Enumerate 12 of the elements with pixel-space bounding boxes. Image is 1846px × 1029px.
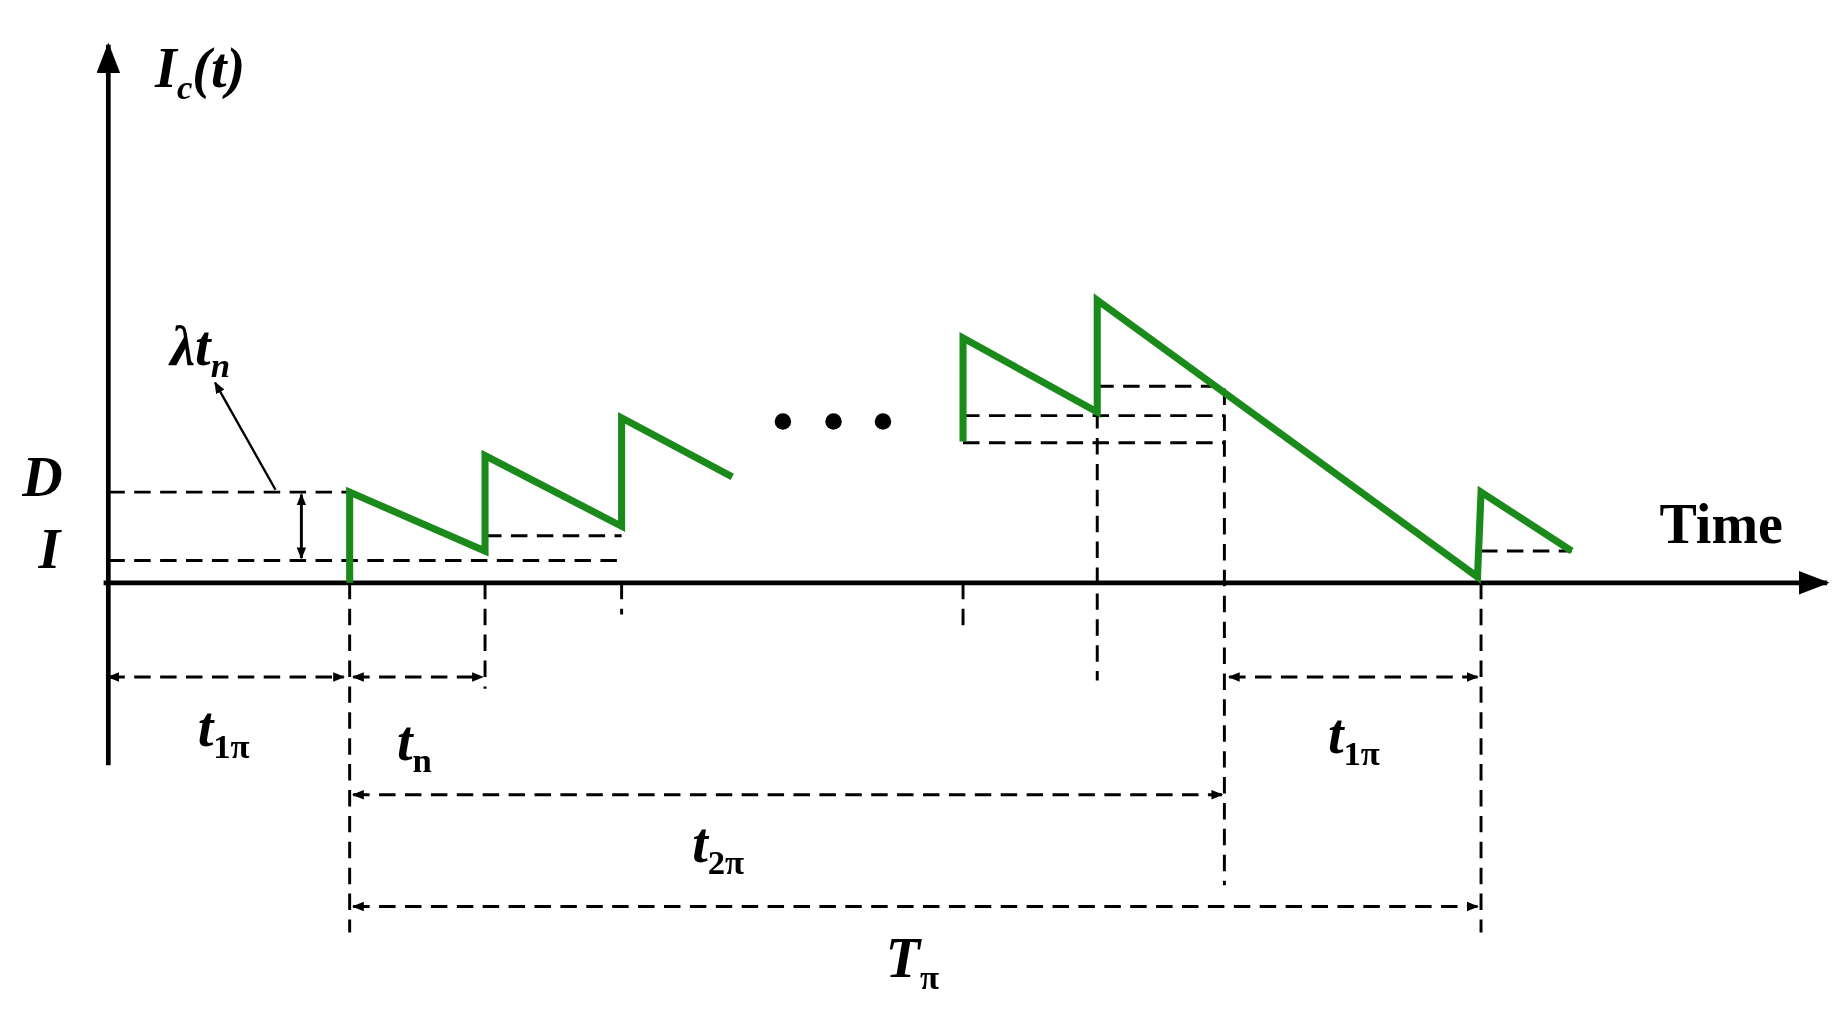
leader-line — [214, 381, 277, 491]
axis-title: I$_{c}$(t) — [155, 40, 246, 106]
dimension-label: t$_{n}$ — [396, 713, 432, 780]
level-label: I — [38, 520, 61, 577]
level-label: D — [22, 448, 63, 505]
symbol-label: λt$_{n}$ — [170, 317, 230, 384]
axis-title: Time — [1659, 495, 1783, 552]
dimension-label: t$_{2π}$ — [692, 814, 745, 881]
dimension-label: t$_{1π}$ — [197, 699, 250, 766]
dimension-label: t$_{1π}$ — [1327, 706, 1380, 773]
double-arrow — [296, 493, 307, 560]
dimension-label: T$_{π}$ — [885, 930, 939, 996]
